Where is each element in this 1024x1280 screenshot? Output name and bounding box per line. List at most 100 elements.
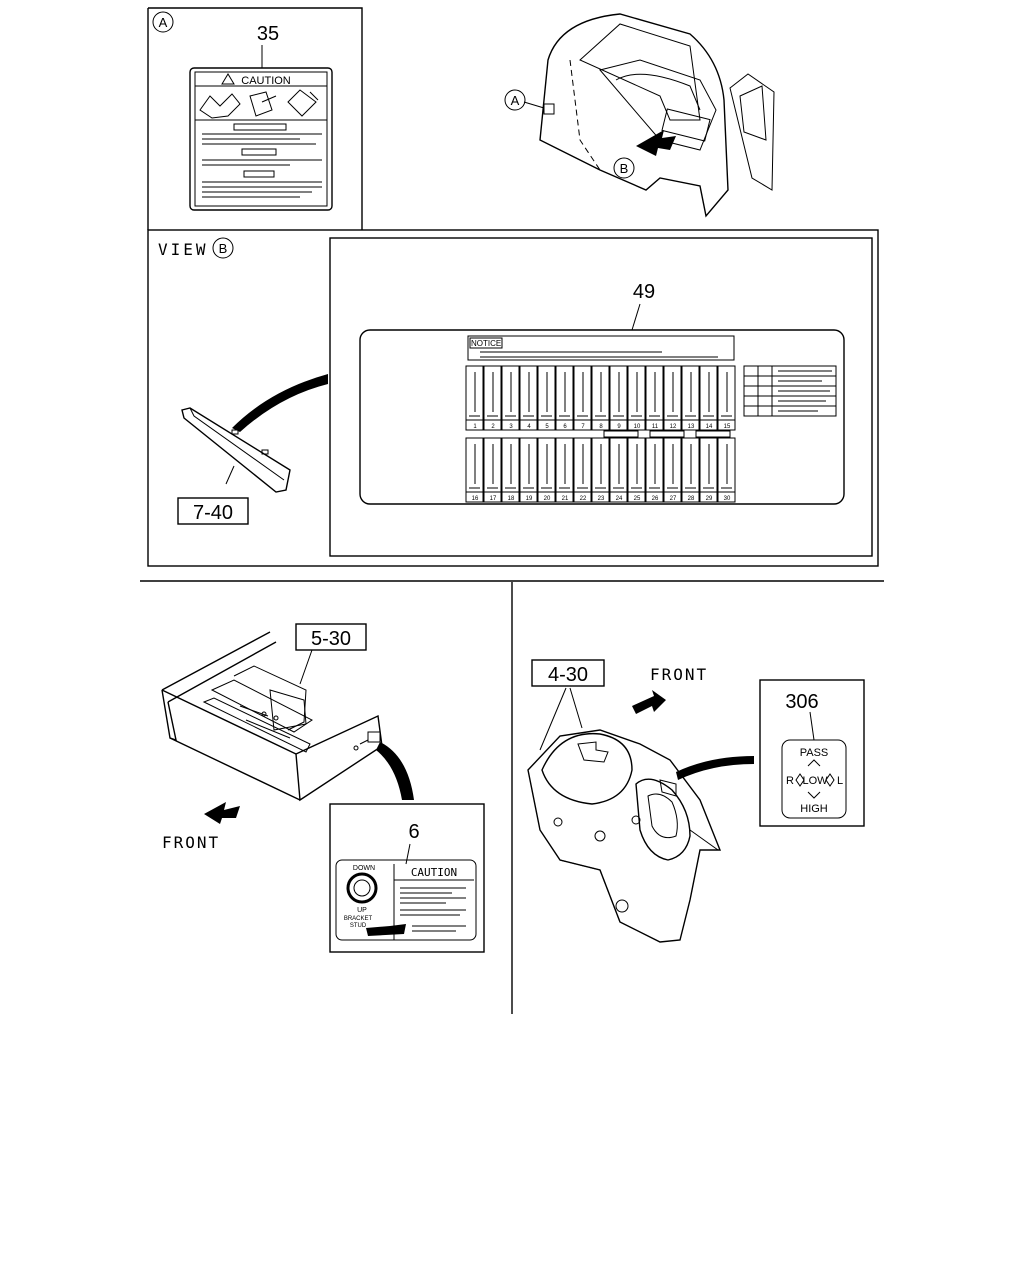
view-a-circle — [152, 11, 174, 33]
frame-illustration: 5-30 FRONT — [161, 623, 414, 852]
fuse-cell: 15 — [717, 365, 736, 431]
tilt-cab-pictogram-icon — [199, 93, 241, 119]
fuse-number: 10 — [634, 424, 641, 430]
part-number-5-30: 5-30 — [311, 628, 351, 650]
front-arrow-left-icon — [204, 802, 240, 824]
chevron-up-icon — [807, 759, 821, 767]
front-label-right: FRONT — [650, 665, 708, 684]
rotate-knob-icon — [346, 872, 378, 904]
fuse-cell: 21 — [555, 437, 574, 503]
fuse-number: 1 — [473, 424, 477, 430]
fuse-number: 21 — [562, 496, 569, 502]
fuse-cell: 17 — [483, 437, 502, 503]
fuse-cell: 29 — [699, 437, 718, 503]
cab-marker-b: B — [620, 161, 629, 176]
fuse-cell: 1 — [465, 365, 484, 431]
fuse-number: 7 — [581, 424, 585, 430]
caution-a-title: CAUTION — [241, 75, 291, 87]
part-number-6: 6 — [408, 821, 419, 843]
fuse-cell: 27 — [663, 437, 682, 503]
diamond-right-icon — [825, 773, 835, 787]
fuse-number: 28 — [688, 496, 695, 502]
caution-label-6: 6 CAUTION DOWN UP BRACKET STUD — [329, 803, 485, 953]
front-arrow-right-icon — [632, 690, 666, 714]
fuse-cell: 10 — [627, 365, 646, 431]
part-box-7-40 — [177, 497, 249, 525]
fuse-cell: 8 — [591, 365, 610, 431]
fuse-cell: 11 — [645, 365, 664, 431]
fuse-number: 29 — [706, 496, 713, 502]
fuse-box-cover: 7-40 — [177, 374, 328, 525]
fuse-cell: 19 — [519, 437, 538, 503]
fuse-number: 17 — [490, 496, 497, 502]
view-a-panel: A 35 CAUTION — [147, 7, 363, 230]
fuse-number: 8 — [599, 424, 603, 430]
cab-pictogram-icon — [249, 91, 277, 117]
cab-marker-b-circle — [613, 157, 635, 179]
caution-label-35: CAUTION — [189, 67, 333, 211]
switch-low: LOW — [802, 775, 828, 787]
view-b-title-circle — [212, 237, 234, 259]
fuse-cell: 6 — [555, 365, 574, 431]
caution-frame-title: CAUTION — [411, 866, 457, 879]
part-number-7-40: 7-40 — [193, 502, 233, 524]
view-b-title: VIEW — [158, 240, 209, 259]
fuse-number: 3 — [509, 424, 513, 430]
fuse-cell: 13 — [681, 365, 700, 431]
fuse-number: 16 — [472, 496, 479, 502]
fuse-number: 27 — [670, 496, 677, 502]
fuse-cell: 9 — [609, 365, 628, 431]
warning-triangle-icon — [221, 73, 235, 85]
leader-306 — [809, 711, 815, 741]
diamond-left-icon — [795, 773, 805, 787]
fuse-number: 24 — [616, 496, 623, 502]
fuse-number: 23 — [598, 496, 605, 502]
leader-49 — [631, 303, 641, 331]
part-number-4-30: 4-30 — [548, 664, 588, 686]
leader-6 — [405, 843, 411, 865]
fuse-number: 19 — [526, 496, 533, 502]
caution-frame-down: DOWN — [353, 865, 375, 872]
fuse-number: 20 — [544, 496, 551, 502]
fuse-cell: 16 — [465, 437, 484, 503]
fuse-cell: 26 — [645, 437, 664, 503]
fuse-cell: 14 — [699, 365, 718, 431]
front-label-left: FRONT — [162, 833, 220, 852]
fuse-cell: 28 — [681, 437, 700, 503]
switch-label-arrow-icon — [676, 756, 754, 780]
fuse-number: 2 — [491, 424, 495, 430]
fuse-cell: 23 — [591, 437, 610, 503]
cab-illustration: A B — [504, 13, 775, 218]
fuse-number: 14 — [706, 424, 713, 430]
fuse-cell: 20 — [537, 437, 556, 503]
frame-label-arrow-icon — [376, 742, 414, 800]
fuse-number: 5 — [545, 424, 549, 430]
fuse-number: 4 — [527, 424, 531, 430]
view-a-marker: A — [159, 15, 168, 30]
view-b-arrow-icon — [636, 130, 676, 156]
fuse-cell: 2 — [483, 365, 502, 431]
chevron-down-icon — [807, 791, 821, 799]
fuse-number: 11 — [652, 424, 659, 430]
fuse-number: 9 — [617, 424, 621, 430]
switch-label-306: 306 PASS R LOW L HIGH — [759, 679, 865, 827]
fuse-cell: 4 — [519, 365, 538, 431]
fuse-cell: 5 — [537, 365, 556, 431]
part-box-5-30 — [295, 623, 367, 651]
fuse-number: 22 — [580, 496, 587, 502]
view-arrow-icon — [232, 374, 328, 432]
fuse-cell: 7 — [573, 365, 592, 431]
fuse-number: 15 — [724, 424, 731, 430]
caution-frame-bracket: BRACKET — [344, 916, 373, 922]
fuse-number: 25 — [634, 496, 641, 502]
switch-bracket-illustration: 4-30 FRONT — [527, 659, 754, 943]
part-number-35: 35 — [257, 23, 279, 45]
switch-high: HIGH — [800, 803, 828, 815]
fuse-cell: 18 — [501, 437, 520, 503]
fuse-cell: 30 — [717, 437, 736, 503]
switch-l: L — [837, 775, 843, 787]
